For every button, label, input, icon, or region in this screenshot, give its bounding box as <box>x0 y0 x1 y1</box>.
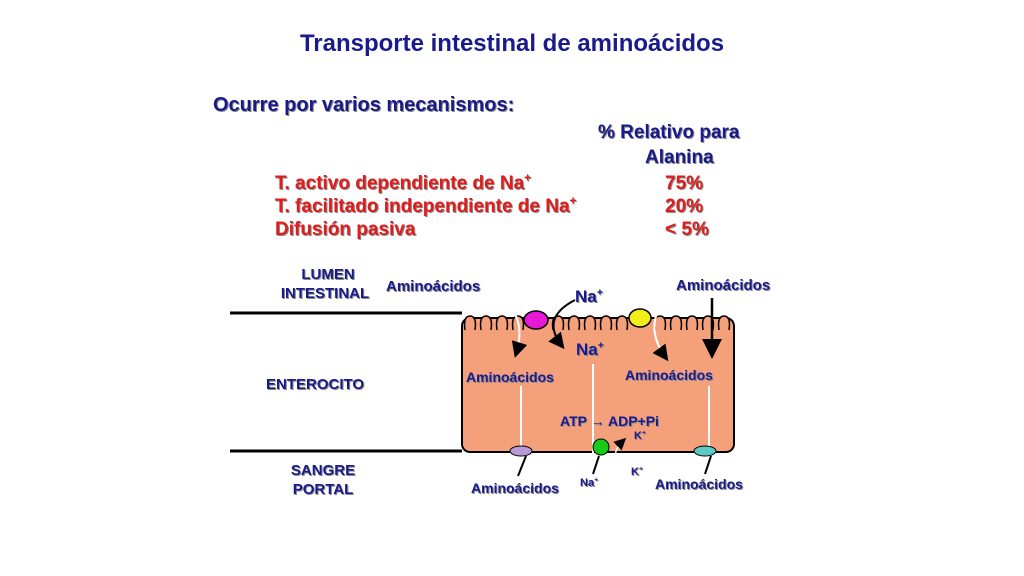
arrow-amino-into-cell-left <box>497 296 528 358</box>
arrow-na-into-cell <box>548 299 576 350</box>
exit-tick-na <box>592 455 600 475</box>
label-na-cell: Na+ <box>576 339 604 359</box>
mechanism-facilitated: T. facilitado independiente de Na+ <box>275 194 577 217</box>
label-amino-cell-right: Aminoácidos <box>625 367 713 383</box>
page-title: Transporte intestinal de aminoácidos <box>299 30 725 57</box>
enterocyte-cell <box>461 317 735 453</box>
exit-tick-right <box>704 455 712 475</box>
label-amino-cell-left: Aminoácidos <box>466 369 554 385</box>
region-enterocito: ENTEROCITO <box>266 376 365 393</box>
mechanism-facilitated-value: 20% <box>665 196 704 217</box>
label-na-lumen: Na+ <box>575 286 603 306</box>
label-k-out: K+ <box>631 465 643 478</box>
label-atp-reaction: ATP → ADP+Pi <box>560 413 659 429</box>
region-sangre-line2: PORTAL <box>292 481 354 498</box>
region-sangre-line1: SANGRE <box>290 462 356 479</box>
microvilli <box>463 315 731 331</box>
facilitated-transporter <box>628 308 652 328</box>
mechanism-active: T. activo dependiente de Na+ <box>275 171 532 194</box>
mechanism-passive: Difusión pasiva <box>275 219 416 240</box>
basolateral-transporter-right <box>693 445 717 457</box>
label-k-in: K+ <box>634 429 646 442</box>
mechanism-active-value: 75% <box>665 173 704 194</box>
label-na-out: Na+ <box>580 476 599 489</box>
basolateral-transporter-left <box>509 445 533 457</box>
table-header-line2: Alanina <box>645 147 714 168</box>
subtitle: Ocurre por varios mecanismos: <box>213 94 515 116</box>
table-header-line1: % Relativo para <box>598 122 740 143</box>
label-amino-blood-left: Aminoácidos <box>471 480 559 496</box>
label-amino-lumen-left: Aminoácidos <box>386 278 481 295</box>
exit-tick-left <box>517 455 527 477</box>
label-amino-blood-right: Aminoácidos <box>655 476 743 492</box>
na-k-pump <box>592 438 610 456</box>
label-amino-lumen-right: Aminoácidos <box>676 277 771 294</box>
arrow-amino-into-cell-right <box>652 292 673 362</box>
na-amino-cotransporter <box>523 310 549 330</box>
region-lumen-line2: INTESTINAL <box>280 285 370 302</box>
arrow-k-loop <box>613 437 629 471</box>
region-lumen-line1: LUMEN <box>301 266 355 283</box>
mechanism-passive-value: < 5% <box>665 219 709 240</box>
